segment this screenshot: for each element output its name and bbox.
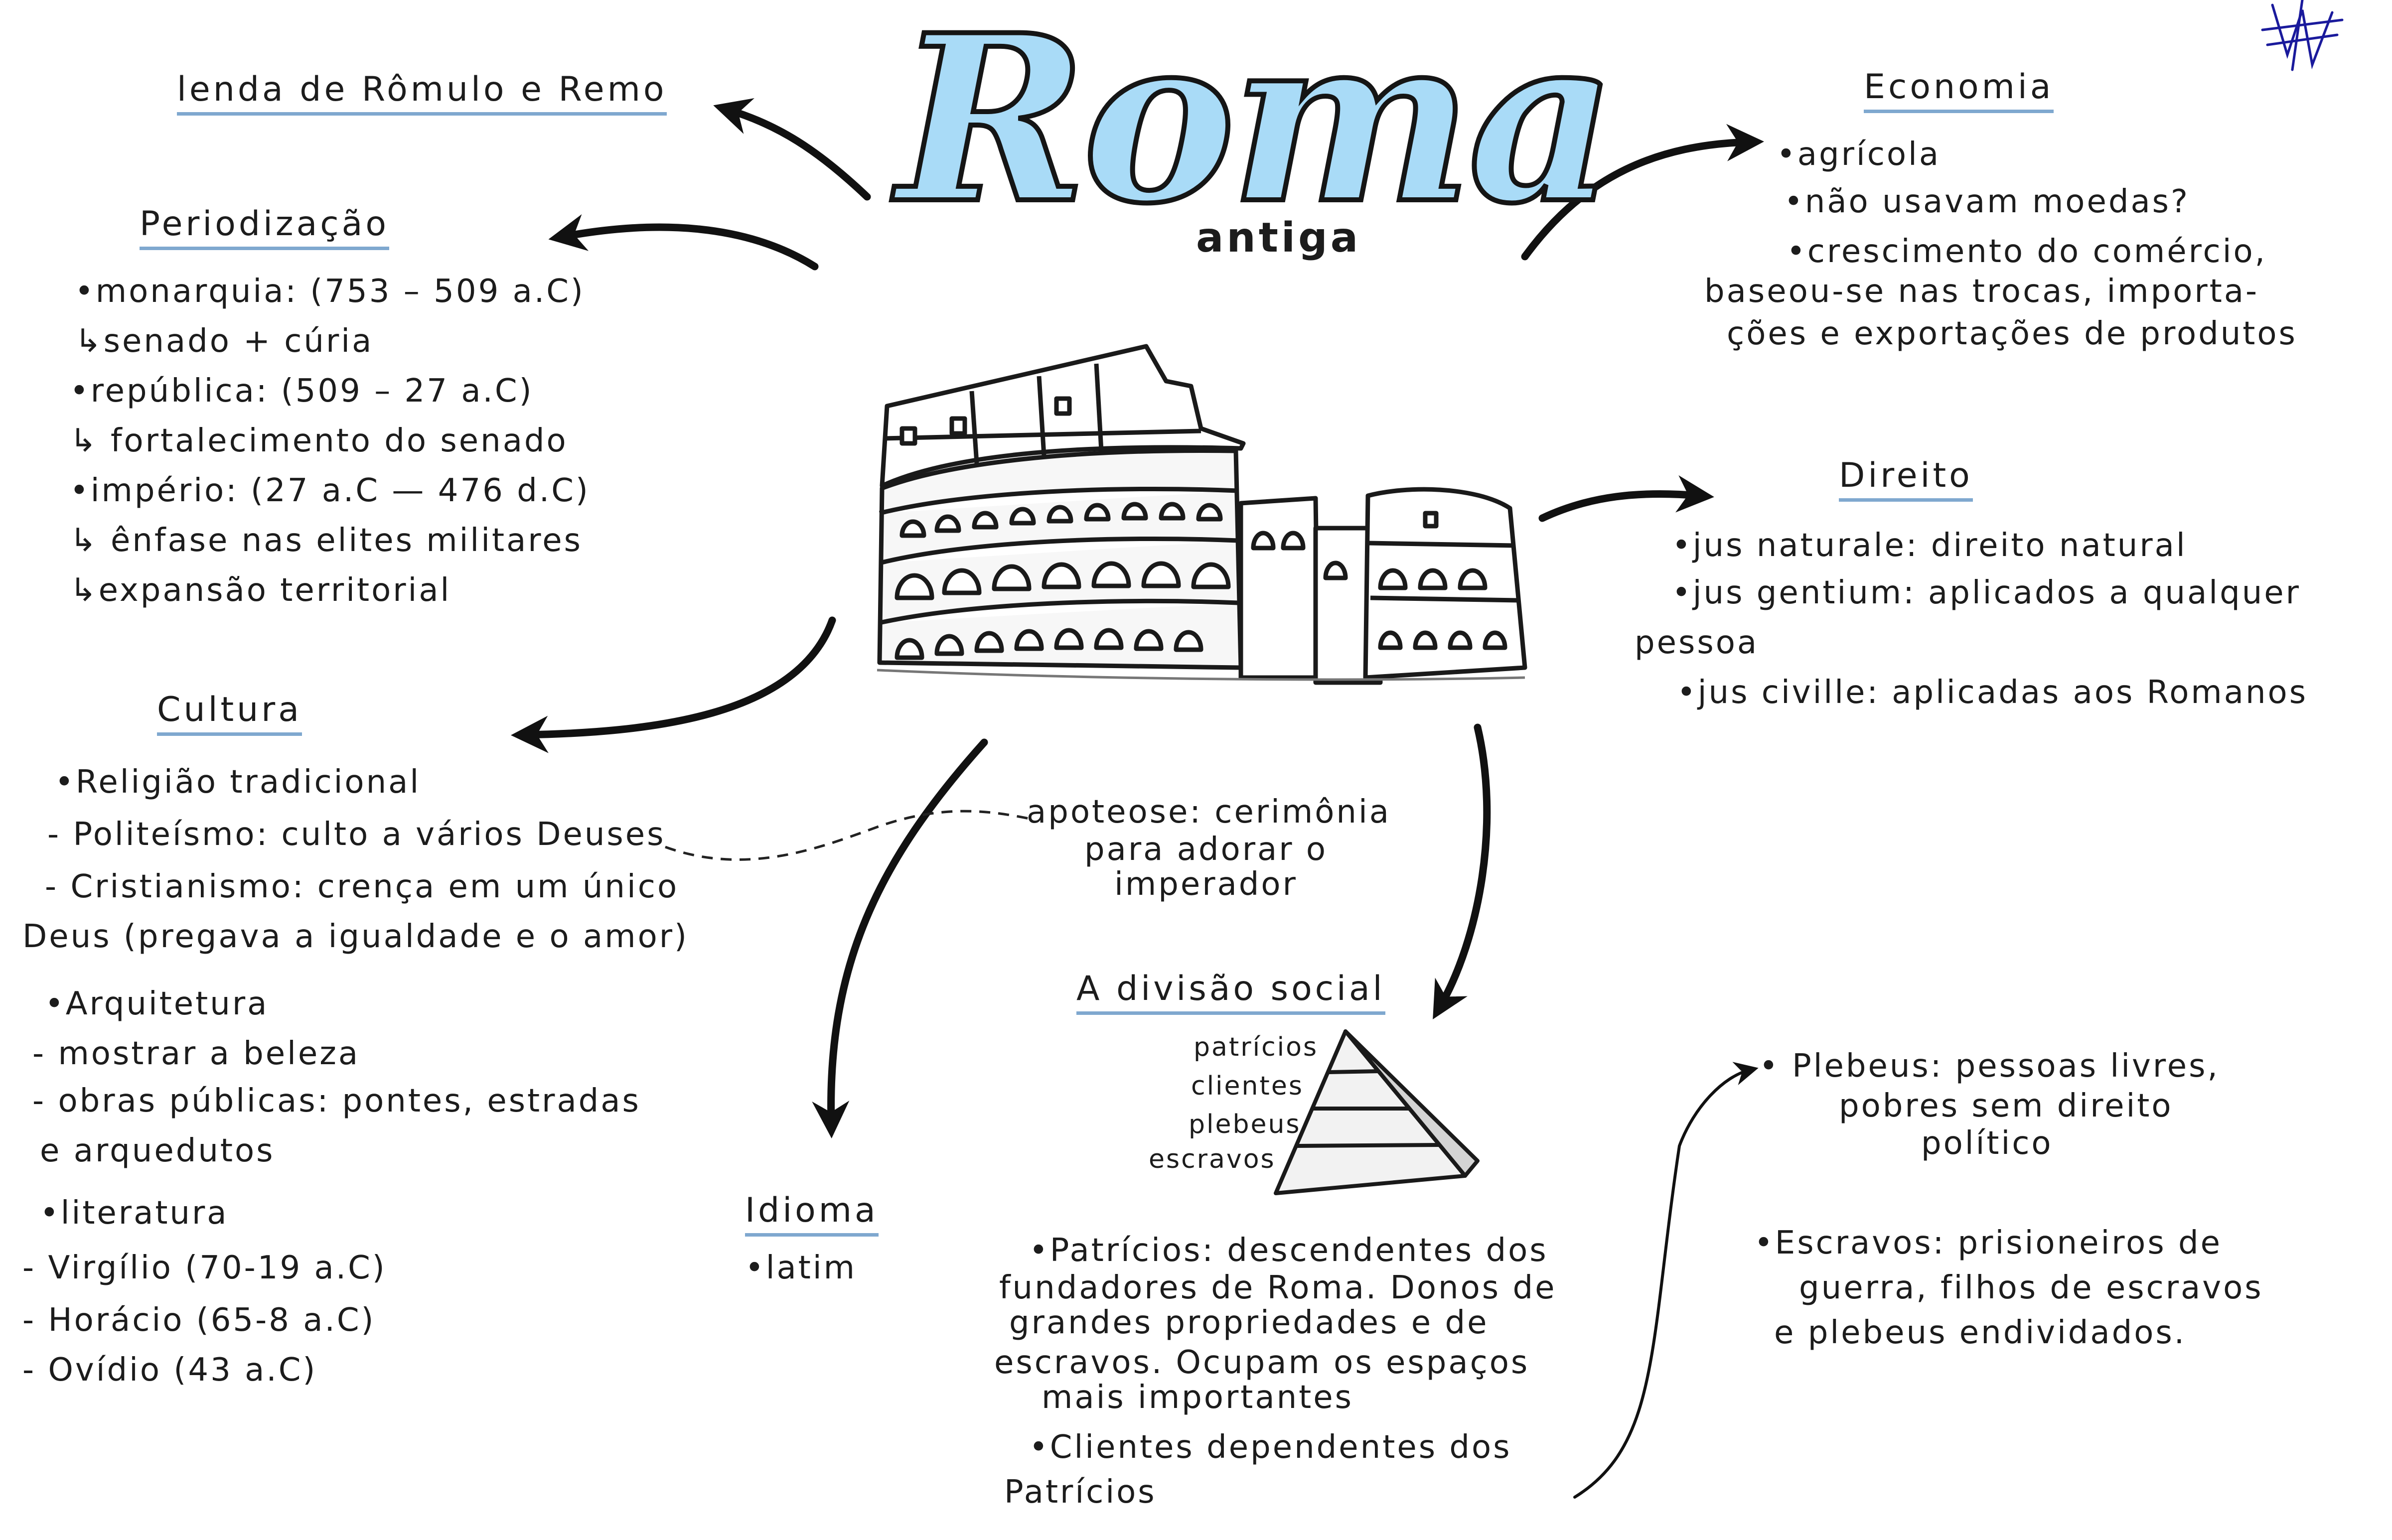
arrow-to-direito — [1538, 475, 1714, 522]
divisao-line: •Patrícios: descendentes dos — [1029, 1232, 1548, 1269]
periodizacao-line: •monarquia: (753 – 509 a.C) — [75, 273, 585, 310]
periodizacao-heading: Periodização — [140, 204, 389, 250]
direito-heading: Direito — [1839, 456, 1973, 502]
arrow-to-economia — [1521, 124, 1764, 261]
cultura-line: - Ovídio (43 a.C) — [22, 1352, 317, 1389]
map-subtitle: antiga — [1196, 214, 1361, 262]
idioma-heading: Idioma — [745, 1191, 879, 1237]
apoteose-line: para adorar o — [1084, 831, 1328, 868]
arrow-to-divisao — [1433, 723, 1491, 1020]
economia-line: ções e exportações de produtos — [1727, 315, 2297, 352]
direito-line: pessoa — [1635, 624, 1759, 661]
economia-heading: Economia — [1864, 67, 2054, 113]
divisao-line: Patrícios — [1004, 1474, 1157, 1511]
map-title: Roma — [895, 0, 1619, 254]
divisao-heading: A divisão social — [1076, 969, 1385, 1015]
pyramid-label: patrícios — [1194, 1032, 1319, 1062]
arrow-to-periodizacao — [548, 214, 819, 271]
cultura-line: •literatura — [40, 1195, 229, 1232]
periodizacao-line: •império: (27 a.C — 476 d.C) — [70, 472, 590, 509]
economia-line: •agrícola — [1777, 136, 1941, 173]
plebeus-line: político — [1921, 1125, 2053, 1162]
escravos-line: e plebeus endividados. — [1774, 1314, 2187, 1351]
divisao-line: escravos. Ocupam os espaços — [994, 1344, 1530, 1381]
escravos-line: •Escravos: prisioneiros de — [1754, 1225, 2222, 1261]
cultura-heading: Cultura — [157, 690, 302, 736]
cultura-line: - Cristianismo: crença em um único — [45, 868, 679, 905]
pyramid-label: plebeus — [1189, 1110, 1301, 1139]
cultura-line: •Arquitetura — [45, 985, 269, 1022]
economia-line: baseou-se nas trocas, importa- — [1704, 273, 2259, 310]
economia-line: •não usavam moedas? — [1784, 183, 2190, 220]
colosseum-icon — [877, 344, 1527, 685]
divisao-line: grandes propriedades e de — [1009, 1304, 1489, 1341]
pyramid-label: clientes — [1191, 1071, 1304, 1101]
periodizacao-line: ↳ ênfase nas elites militares — [70, 522, 583, 559]
arrow-to-cultura — [511, 616, 836, 753]
cultura-line: - obras públicas: pontes, estradas — [32, 1083, 641, 1120]
economia-line: •crescimento do comércio, — [1787, 233, 2267, 270]
periodizacao-line: ↳expansão territorial — [70, 572, 451, 609]
cultura-line: - Politeísmo: culto a vários Deuses — [47, 816, 666, 853]
direito-line: •jus naturale: direito natural — [1672, 527, 2187, 564]
pyramid-icon — [1274, 1029, 1480, 1195]
cultura-line: •Religião tradicional — [55, 764, 421, 801]
divisao-line: fundadores de Roma. Donos de — [999, 1269, 1557, 1306]
apoteose-line: apoteose: cerimônia — [1027, 794, 1391, 831]
divisao-line: mais importantes — [1042, 1379, 1353, 1416]
direito-line: •jus civille: aplicadas aos Romanos — [1677, 674, 2308, 711]
periodizacao-line: ↳senado + cúria — [75, 323, 374, 360]
apoteose-line: imperador — [1114, 866, 1298, 903]
cultura-line: - Virgílio (70-19 a.C) — [22, 1250, 387, 1286]
lenda-heading: lenda de Rômulo e Remo — [177, 70, 667, 116]
dashed-connector-apoteose — [665, 810, 1035, 861]
pyramid-label: escravos — [1149, 1144, 1276, 1174]
signature-scribble — [2261, 0, 2344, 71]
periodizacao-line: •república: (509 – 27 a.C) — [70, 373, 534, 410]
cultura-line: - Horácio (65-8 a.C) — [22, 1302, 376, 1339]
arrow-to-lenda — [713, 98, 871, 201]
cultura-line: - mostrar a beleza — [32, 1035, 360, 1072]
direito-line: •jus gentium: aplicados a qualquer — [1672, 574, 2301, 611]
idioma-line: •latim — [745, 1250, 857, 1286]
cultura-line: Deus (pregava a igualdade e o amor) — [22, 918, 689, 955]
divisao-line: •Clientes dependentes dos — [1029, 1429, 1512, 1466]
plebeus-line: pobres sem direito — [1839, 1088, 2173, 1124]
escravos-line: guerra, filhos de escravos — [1799, 1269, 2263, 1306]
arrow-to-plebeus — [1573, 1062, 1759, 1499]
periodizacao-line: ↳ fortalecimento do senado — [70, 422, 568, 459]
plebeus-line: • Plebeus: pessoas livres, — [1759, 1048, 2220, 1085]
arrow-to-idioma — [812, 738, 988, 1138]
cultura-line: e arquedutos — [40, 1132, 275, 1169]
